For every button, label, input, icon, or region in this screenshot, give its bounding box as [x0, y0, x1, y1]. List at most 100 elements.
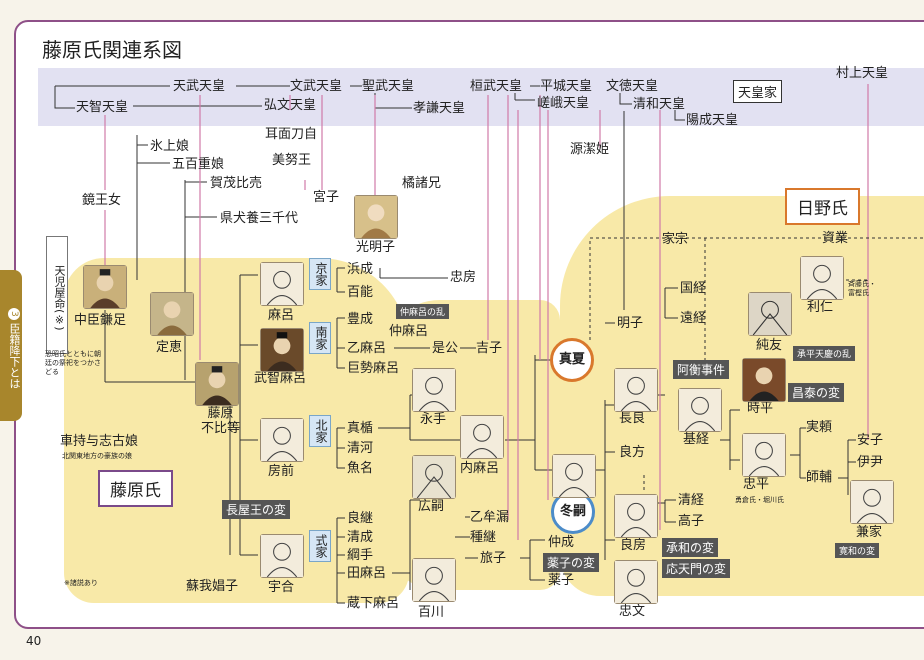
person-montoku: 文徳天皇: [606, 79, 659, 94]
portrait-umakai: [260, 534, 304, 578]
event-kanna-incident: 寛和の変: [835, 543, 880, 558]
portrait-tokihira: [742, 358, 786, 402]
portrait-kaneie: [850, 480, 894, 524]
person-tenmu: 天武天皇: [173, 79, 226, 94]
person-kaneie: 兼家: [856, 525, 883, 540]
person-tsunade: 綱手: [347, 548, 374, 563]
person-kamatari: 中臣鎌足: [74, 313, 127, 328]
person-tamaro: 田麻呂: [347, 566, 387, 581]
person-miyako: 宮子: [313, 190, 340, 205]
person-jouei: 定恵: [156, 340, 183, 355]
branch-hokke: 北家: [309, 415, 331, 447]
person-sanenori: 資業: [822, 231, 849, 246]
person-fuhito: 藤原 不比等: [201, 406, 241, 436]
person-iyo: 伊尹: [857, 455, 884, 470]
person-nakamaro: 仲麻呂: [389, 324, 429, 339]
kurumochi-note: 北関東地方の豪族の娘: [62, 452, 132, 460]
event-kusuko-incident: 薬子の変: [543, 553, 600, 572]
person-hikami: 氷上娘: [150, 139, 190, 154]
person-maro: 麻呂: [268, 308, 295, 323]
hino-note: 斉藤氏・富樫氏: [848, 280, 876, 297]
person-hirotsugu: 広嗣: [418, 499, 445, 514]
person-kiyonari: 清成: [347, 530, 374, 545]
person-kusuko: 薬子: [548, 573, 575, 588]
portrait-toshihito: [800, 256, 844, 300]
portrait-fuyutsugu: [552, 454, 596, 498]
person-mafusa: 真夏: [550, 338, 594, 382]
person-momokawa: 百川: [418, 605, 445, 620]
portrait-tadafumi: [614, 560, 658, 604]
person-kurumochi: 車持与志古娘: [60, 434, 139, 449]
person-akiko: 明子: [617, 316, 644, 331]
person-muchimaro: 武智麻呂: [254, 371, 307, 386]
portrait-yoshifusa: [614, 494, 658, 538]
fujiwara-area-left: [64, 258, 409, 603]
branch-nanke: 南家: [309, 322, 331, 354]
person-momoyoshi: 百能: [347, 285, 374, 300]
person-tootsune: 遠経: [680, 311, 707, 326]
event-shotai-incident: 昌泰の変: [788, 383, 845, 402]
person-tadafusa: 忠房: [450, 270, 477, 285]
person-mototsune: 基経: [683, 432, 710, 447]
person-mino: 美努王: [272, 153, 312, 168]
person-kamo: 賀茂比売: [210, 176, 263, 191]
person-uona: 魚名: [347, 461, 374, 476]
fujiwara-clan-label: 藤原氏: [98, 470, 173, 507]
person-korekimi: 是公: [432, 341, 459, 356]
person-tadahira: 忠平: [743, 477, 770, 492]
person-kosemaro: 巨勢麻呂: [347, 361, 400, 376]
person-yasuko: 安子: [857, 433, 884, 448]
person-kagami: 鏡王女: [82, 193, 122, 208]
person-tokihira: 時平: [747, 401, 774, 416]
portrait-sumitomo: [748, 292, 792, 336]
ama-no-koyane-label: 天児屋命(※): [46, 236, 68, 354]
person-kiyoshi: 吉子: [476, 341, 503, 356]
event-nakamaro-rebellion: 仲麻呂の乱: [396, 304, 450, 319]
person-tajihi: 耳面刀自: [265, 127, 318, 142]
person-tenji: 天智天皇: [76, 100, 129, 115]
person-sumitomo: 純友: [756, 338, 783, 353]
event-otenmon-incident: 応天門の変: [662, 559, 731, 578]
portrait-tadahira: [742, 433, 786, 477]
event-shohei-tengyo: 承平天慶の乱: [793, 346, 856, 361]
tadahira-note: 勇倉氏・堀川氏: [735, 496, 784, 504]
portrait-maro: [260, 262, 304, 306]
portrait-jouei: [150, 292, 194, 336]
imperial-family-label: 天皇家: [733, 80, 783, 103]
ama-note: 恐昭氏とともに朝廷の祭祀をつかさどる: [45, 350, 101, 376]
person-matate: 真楯: [347, 421, 374, 436]
person-tachibana: 橘諸兄: [402, 176, 442, 191]
person-tanetsugu: 種継: [470, 530, 497, 545]
person-sanenori2: 実頼: [806, 420, 833, 435]
person-hamanari: 浜成: [347, 262, 374, 277]
portrait-uchimaro: [460, 415, 504, 459]
portrait-muchimaro: [260, 328, 304, 372]
event-nagaya-incident: 長屋王の変: [222, 500, 291, 519]
person-yoshikado: 良方: [619, 445, 646, 460]
person-tabiko: 旅子: [480, 551, 507, 566]
page-title: 藤原氏関連系図: [42, 38, 182, 62]
chapter-label: 臣籍降下とは: [8, 323, 21, 389]
person-seiwa: 清和天皇: [633, 97, 686, 112]
person-murakami: 村上天皇: [836, 66, 889, 81]
person-agatainu: 県犬養三千代: [220, 211, 299, 226]
person-shomu: 聖武天皇: [362, 79, 415, 94]
person-yozei: 陽成天皇: [686, 113, 739, 128]
person-soga: 蘇我娼子: [186, 579, 239, 594]
branch-kyoke: 京家: [309, 258, 331, 290]
person-morosuke: 師輔: [806, 470, 833, 485]
chapter-number: 3: [8, 308, 20, 320]
person-nagayoshi: 長良: [619, 411, 646, 426]
person-fusasaki: 房前: [268, 464, 295, 479]
person-saga: 嵯峨天皇: [537, 96, 590, 111]
person-uchimaro: 内麻呂: [460, 461, 500, 476]
person-kiyokawa: 清河: [347, 441, 374, 456]
portrait-momokawa: [412, 558, 456, 602]
person-ioe: 五百重娘: [172, 157, 225, 172]
person-kunitsune: 国経: [680, 281, 707, 296]
person-takaiko: 高子: [678, 514, 705, 529]
person-iemune: 家宗: [662, 232, 689, 247]
event-jowa-incident: 承和の変: [662, 538, 719, 557]
